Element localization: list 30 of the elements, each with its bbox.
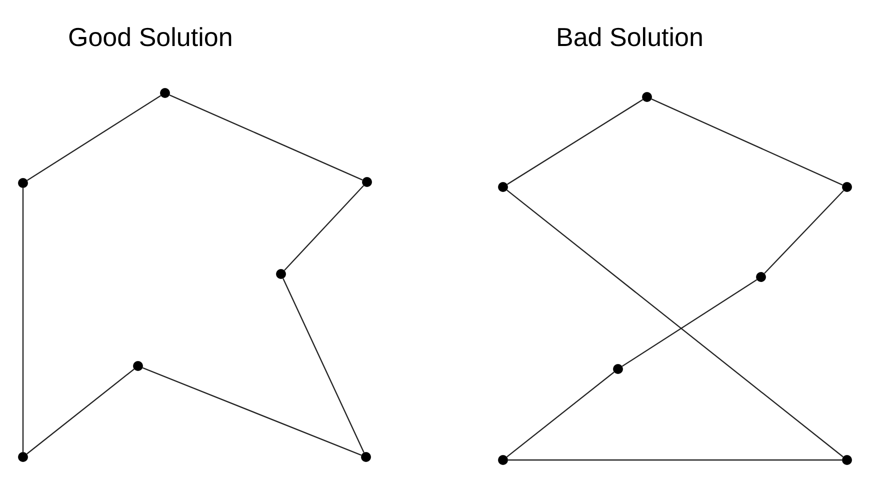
point-dot [276,269,286,279]
heading: Bad Solution [556,22,704,53]
point-dot [842,455,852,465]
connector-line [26,368,134,454]
connector-line [284,185,364,271]
connector-line [22,188,24,452]
connector-line [506,372,614,458]
point-dot [361,452,371,462]
point-dot [160,88,170,98]
point-dot [613,364,623,374]
connector-line [506,99,644,185]
point-dot [498,455,508,465]
point-dot [133,361,143,371]
point-dot [842,182,852,192]
connector-line [142,367,362,456]
point-dot [642,92,652,102]
connector-line [169,94,363,181]
heading: Good Solution [68,22,233,53]
connector-line [282,278,364,453]
point-dot [756,272,766,282]
connector-line [508,459,842,461]
connector-line [26,95,162,181]
point-dot [18,178,28,188]
connector-line [651,98,843,186]
connector-line [622,279,758,367]
point-dot [18,452,28,462]
connector-line [506,190,844,458]
point-dot [498,182,508,192]
connector-line [764,190,844,274]
point-dot [362,177,372,187]
